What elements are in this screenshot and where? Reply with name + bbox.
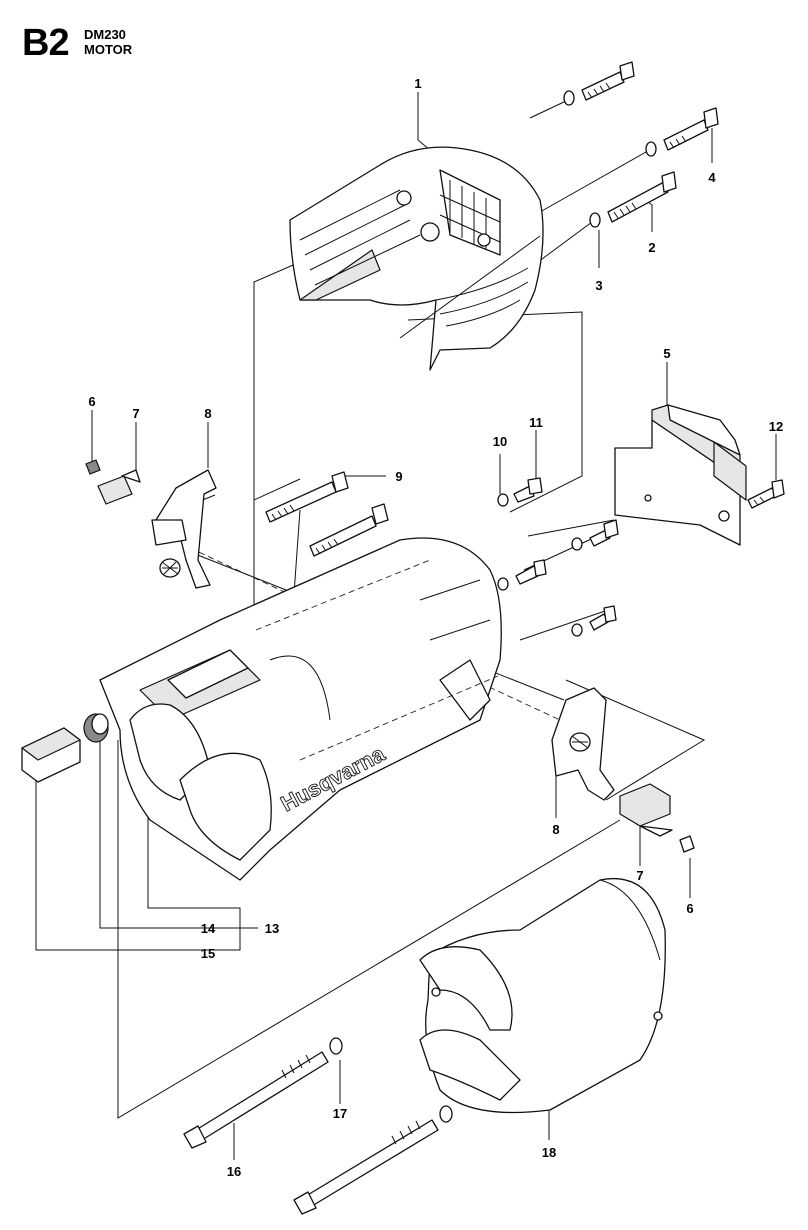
callout-8-right: 8 [552, 822, 559, 837]
callout-12: 12 [769, 419, 783, 434]
part-brush-holder-left [85, 459, 217, 589]
part-switch-screws [497, 479, 785, 637]
callout-17: 17 [333, 1106, 347, 1121]
callout-3: 3 [595, 278, 602, 293]
part-stator-screws [183, 1037, 453, 1215]
callout-11: 11 [529, 415, 543, 430]
callout-13: 13 [265, 921, 279, 936]
callout-labels: 1 2 3 4 5 6 7 8 9 10 11 12 8 7 6 14 13 1… [88, 76, 783, 1179]
callout-1: 1 [414, 76, 421, 91]
part-housing-screws [265, 471, 543, 557]
callout-8-left: 8 [204, 406, 211, 421]
callout-6-left: 6 [88, 394, 95, 409]
callout-6-right: 6 [686, 901, 693, 916]
model-name: DM230 [84, 27, 126, 42]
callout-7-left: 7 [132, 406, 139, 421]
part-bearing-and-carbon [21, 713, 109, 783]
callout-16: 16 [227, 1164, 241, 1179]
section-title: MOTOR [84, 42, 133, 57]
section-code: B2 [22, 22, 70, 64]
callout-14: 14 [201, 921, 216, 936]
part-brush-holder-right [551, 687, 695, 853]
callout-9: 9 [395, 469, 402, 484]
callout-15: 15 [201, 946, 215, 961]
callout-18: 18 [542, 1145, 556, 1160]
callout-4: 4 [708, 170, 716, 185]
section-heading: DM230 MOTOR [84, 27, 132, 57]
part-switch [614, 404, 747, 546]
part-stator [419, 878, 666, 1114]
part-cover-screws [563, 61, 719, 228]
part-motor-housing: Husqvarna [99, 537, 502, 881]
callout-5: 5 [663, 346, 670, 361]
callout-10: 10 [493, 434, 507, 449]
part-motor-cover [289, 146, 544, 371]
callout-2: 2 [648, 240, 655, 255]
callout-7-right: 7 [636, 868, 643, 883]
